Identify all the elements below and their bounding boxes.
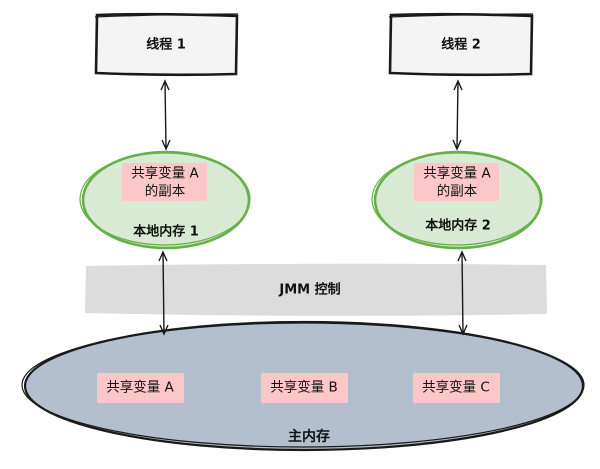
jmm-band <box>85 263 547 316</box>
local-1-copy-line1: 共享变量 A <box>131 165 199 182</box>
jmm-control-label: JMM 控制 <box>279 282 341 298</box>
main-var-c: 共享变量 C <box>422 379 490 396</box>
main-var-a: 共享变量 A <box>106 379 174 396</box>
copy-highlight-2 <box>414 163 499 201</box>
local-memory-1-label: 本地内存 1 <box>133 224 199 240</box>
var-c-highlight <box>413 373 500 403</box>
local-2-copy-line2: 的副本 <box>436 183 478 200</box>
thread-1-box <box>94 12 239 77</box>
local-1-copy-line2: 的副本 <box>144 183 186 200</box>
arrow-local2-main <box>457 250 468 336</box>
thread-2-label: 线程 2 <box>441 37 481 53</box>
var-a-highlight <box>97 373 184 403</box>
arrow-thread1-local1 <box>160 79 171 151</box>
main-var-b: 共享变量 B <box>270 379 338 396</box>
arrow-thread2-local2 <box>452 79 463 151</box>
arrow-local1-main <box>158 250 169 336</box>
local-memory-2-label: 本地内存 2 <box>425 218 491 234</box>
copy-highlight-1 <box>122 163 207 201</box>
thread-1-label: 线程 1 <box>146 37 186 53</box>
main-memory-label: 主内存 <box>288 429 330 445</box>
local-2-copy-line1: 共享变量 A <box>423 165 491 182</box>
var-b-highlight <box>261 373 348 403</box>
thread-2-box <box>388 12 534 77</box>
